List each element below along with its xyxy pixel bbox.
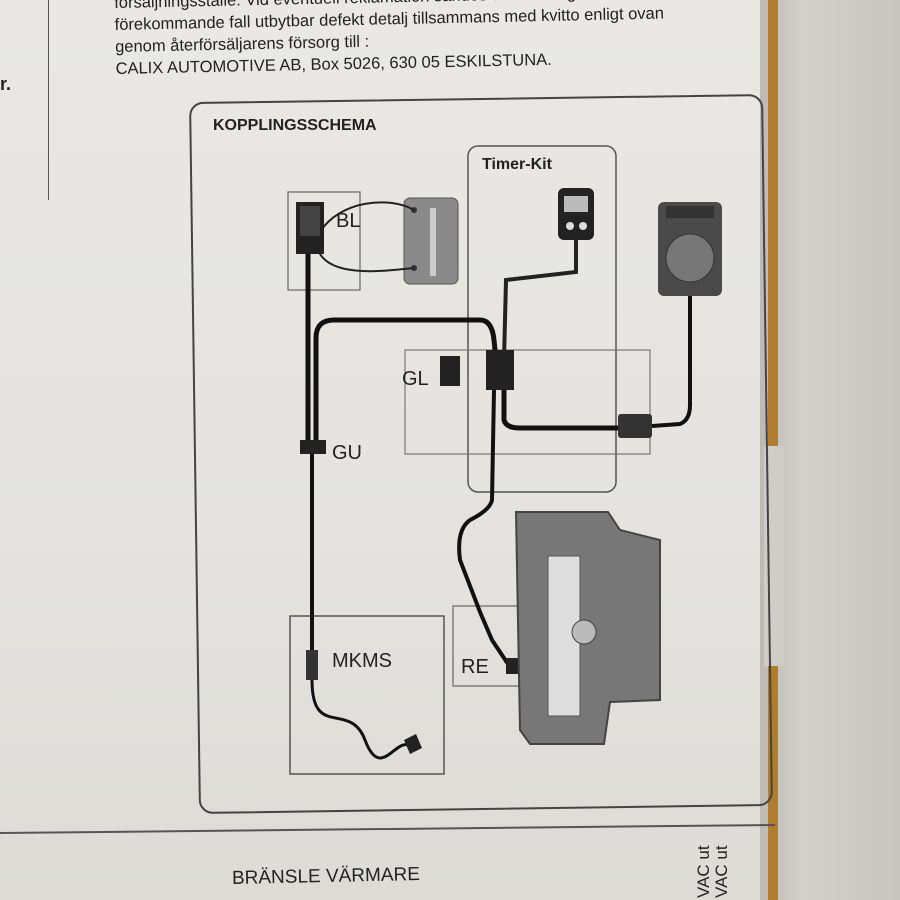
bl-wire-2 — [317, 249, 415, 273]
timer-kit-label: Timer-Kit — [482, 156, 552, 173]
mkms-plug-body — [306, 650, 318, 680]
bl-connector-pins — [300, 206, 320, 236]
timer-button-1 — [566, 222, 574, 230]
timer-cable — [502, 240, 578, 361]
manual-page — [0, 0, 775, 900]
to-heater-cable — [501, 390, 620, 431]
diagram-title: KOPPLINGSSCHEMA — [213, 117, 377, 134]
heater-cable — [651, 296, 692, 428]
mkms-plug — [404, 734, 422, 754]
rotated-side-text: VAC ut VAC ut — [690, 832, 750, 900]
timer-unit — [558, 188, 594, 240]
mkms-box — [289, 615, 445, 775]
side-text-line-2: VAC ut — [712, 845, 731, 898]
gl-box — [404, 349, 651, 455]
timer-button-2 — [579, 222, 587, 230]
central-connector — [486, 350, 514, 390]
label-gl: GL — [402, 368, 429, 390]
label-mkms: MKMS — [332, 650, 392, 672]
re-cable — [457, 389, 510, 666]
mkms-cord — [310, 679, 409, 760]
column-divider — [48, 0, 49, 200]
timer-display — [564, 196, 588, 212]
fuel-heater-heading: BRÄNSLE VÄRMARE — [231, 864, 421, 889]
page-edge-gap — [764, 446, 784, 666]
bl-box — [287, 191, 361, 291]
gu-to-gl-cable — [313, 317, 499, 440]
label-re: RE — [461, 656, 489, 678]
label-bl: BL — [336, 210, 361, 232]
relay-slot — [430, 208, 436, 276]
label-gu: GU — [332, 442, 362, 464]
gu-junction — [300, 440, 326, 454]
left-column-fragment: r. — [0, 74, 12, 94]
engine-plug-hole — [571, 619, 597, 645]
gl-plug — [440, 356, 460, 386]
side-text-line-1: VAC ut — [694, 845, 713, 898]
fan-heater-top — [666, 206, 714, 218]
wiring-diagram — [287, 145, 722, 775]
bl-wire-1 — [319, 201, 415, 233]
heater-plug — [618, 414, 652, 438]
fan-heater-grille — [665, 233, 715, 283]
